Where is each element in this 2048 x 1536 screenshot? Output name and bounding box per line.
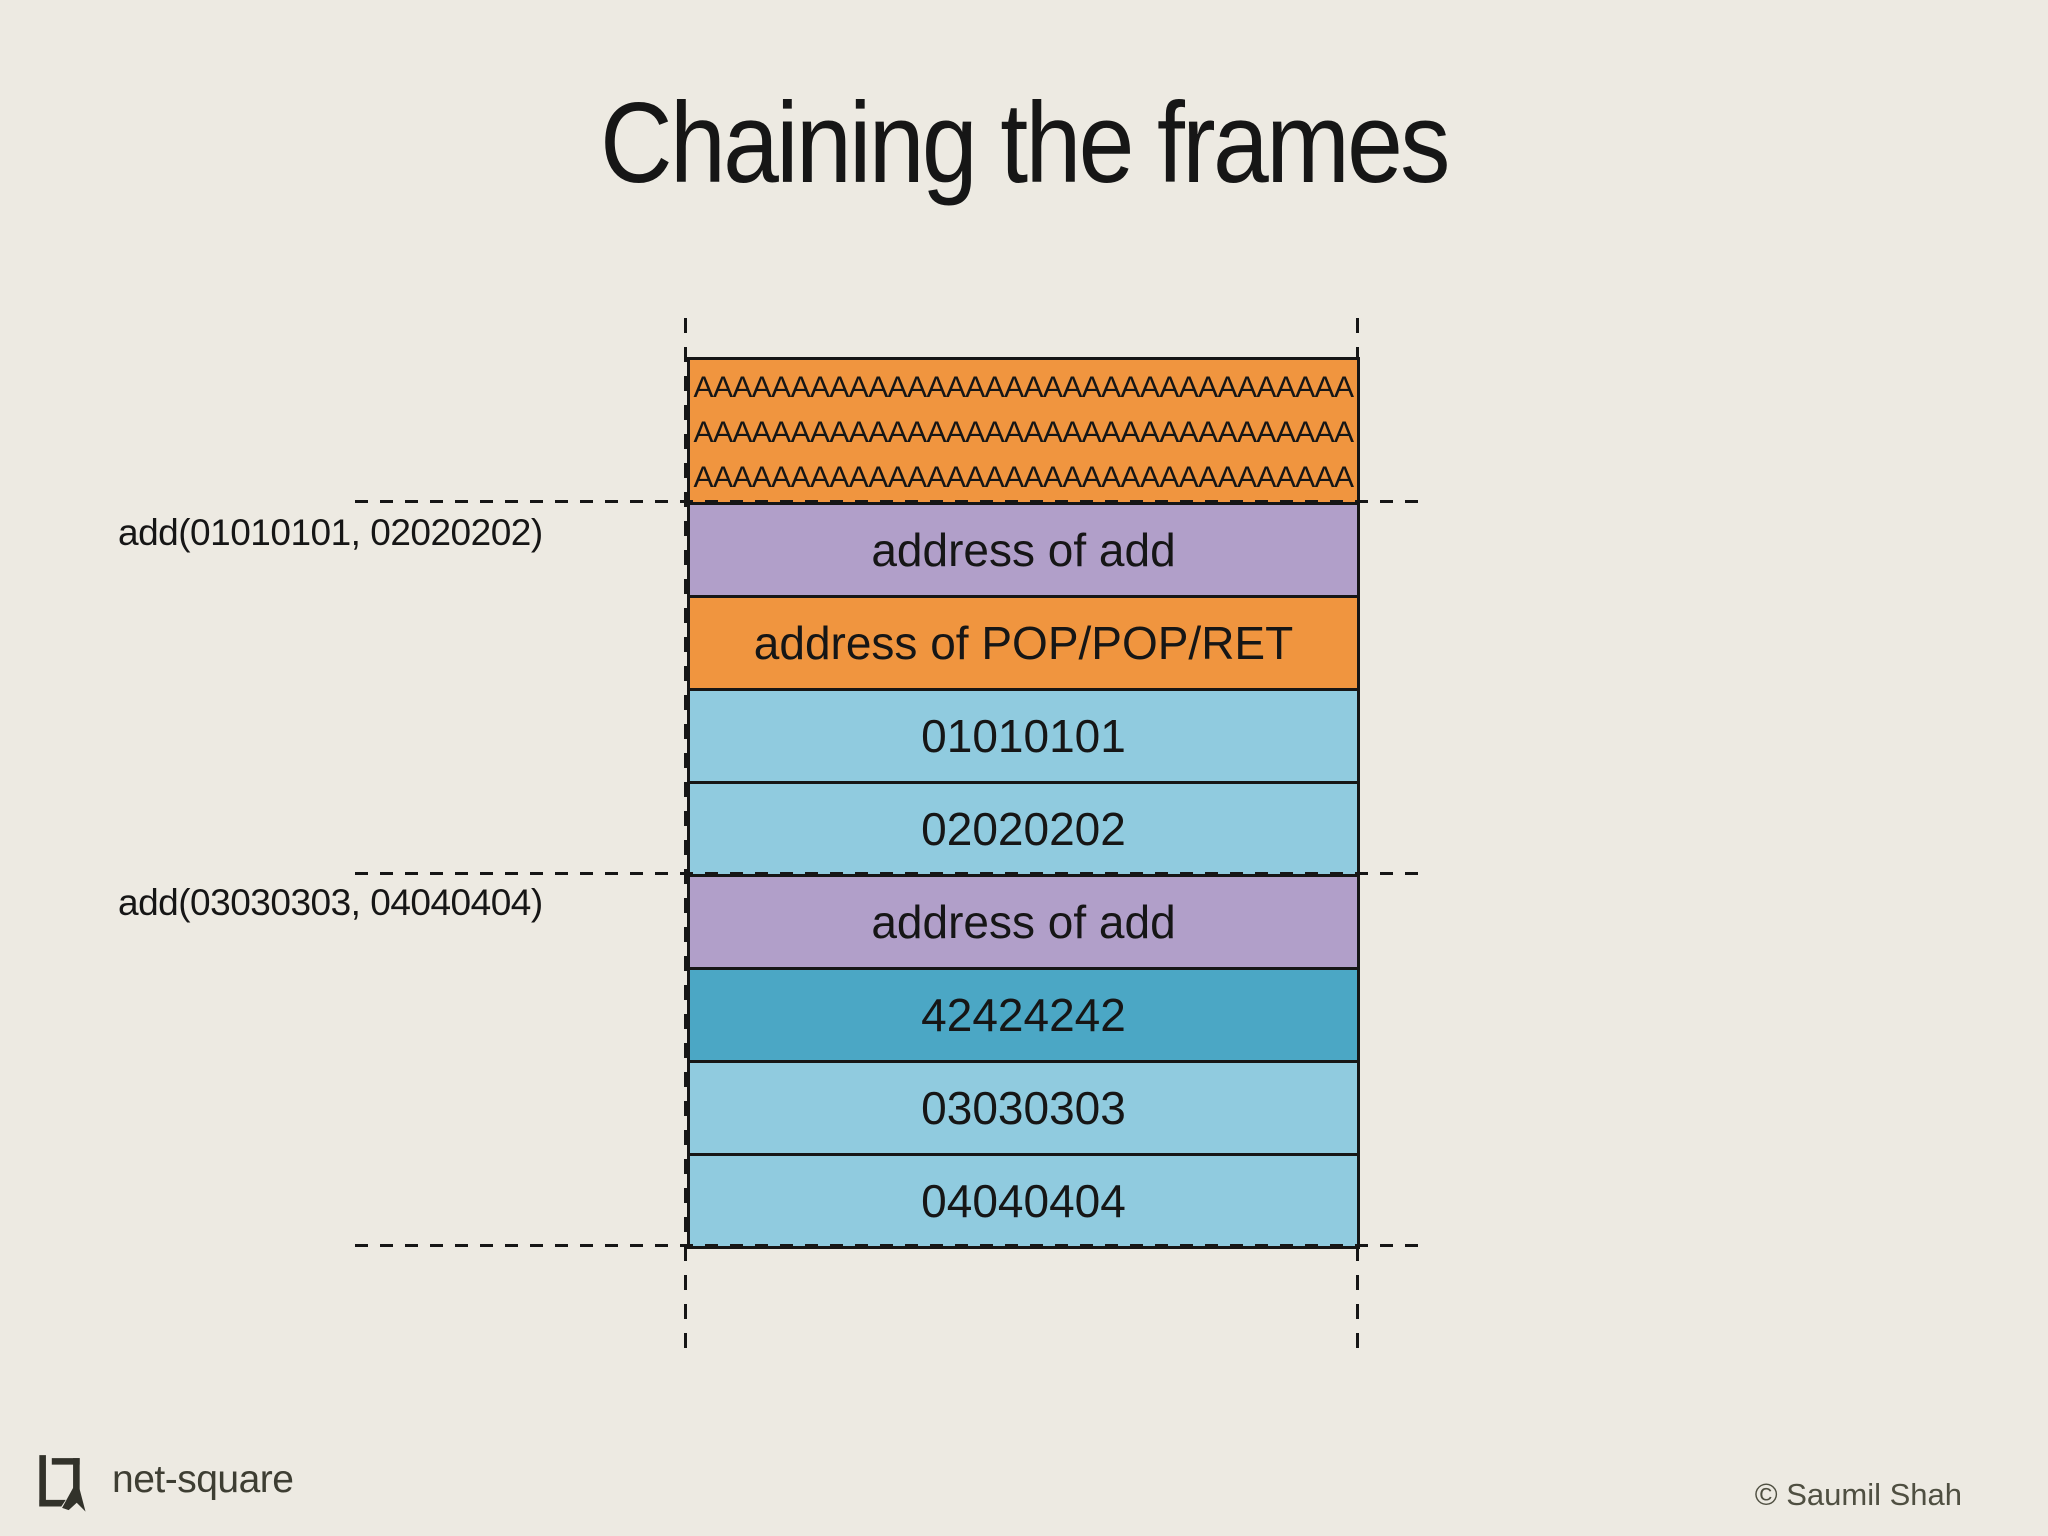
stack-row: address of add: [690, 874, 1357, 967]
stack-diagram: AAAAAAAAAAAAAAAAAAAAAAAAAAAAAAAAAA AAAAA…: [687, 357, 1360, 1249]
slide-title: Chaining the frames: [600, 80, 1450, 207]
frame-boundary-dashed-line-1: [355, 500, 1421, 503]
frame-boundary-dashed-line-3: [355, 1244, 1421, 1247]
stack-row: 02020202: [690, 781, 1357, 874]
net-square-logo-icon: [39, 1455, 86, 1512]
copyright-text: © Saumil Shah: [1754, 1477, 1962, 1512]
stack-row: 42424242: [690, 967, 1357, 1060]
frame-boundary-dashed-line-2: [355, 872, 1421, 875]
frame-call-label-1: add(01010101, 02020202): [118, 512, 543, 553]
brand-name: net-square: [112, 1458, 294, 1501]
stack-row: 04040404: [690, 1153, 1357, 1246]
stack-row: 03030303: [690, 1060, 1357, 1153]
buffer-overflow-fill-row: AAAAAAAAAAAAAAAAAAAAAAAAAAAAAAAAAA AAAAA…: [690, 360, 1357, 502]
buffer-fill-line: AAAAAAAAAAAAAAAAAAAAAAAAAAAAAAAAAA: [693, 415, 1355, 449]
stack-row: address of add: [690, 502, 1357, 595]
stack-row: address of POP/POP/RET: [690, 595, 1357, 688]
stack-left-boundary-dashed-line: [684, 318, 687, 1350]
buffer-fill-line: AAAAAAAAAAAAAAAAAAAAAAAAAAAAAAAAAA: [693, 460, 1355, 494]
buffer-fill-line: AAAAAAAAAAAAAAAAAAAAAAAAAAAAAAAAAA: [693, 370, 1355, 404]
stack-row: 01010101: [690, 688, 1357, 781]
frame-call-label-2: add(03030303, 04040404): [118, 882, 543, 923]
